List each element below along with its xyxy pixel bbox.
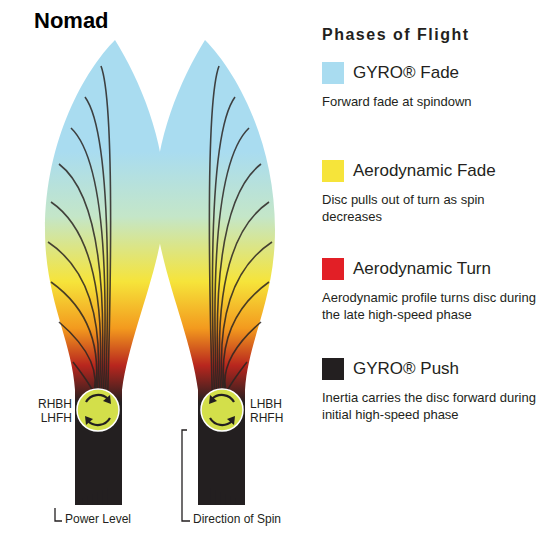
legend-heading: Phases of Flight xyxy=(322,26,470,44)
axis-label: Direction of Spin xyxy=(193,513,281,527)
legend-swatch xyxy=(322,62,344,84)
bracket xyxy=(55,508,62,521)
left-flight xyxy=(45,40,165,505)
legend-description: Inertia carries the disc forward during … xyxy=(322,390,537,424)
title: Nomad xyxy=(34,8,109,33)
power-bars xyxy=(80,488,108,505)
legend-text: Aerodynamic Turn xyxy=(353,259,491,279)
legend-text: GYRO® Push xyxy=(353,359,459,379)
power-bars xyxy=(208,488,236,505)
right-flight xyxy=(155,40,275,505)
throw-label: LHFH xyxy=(41,412,72,426)
legend-text: GYRO® Fade xyxy=(353,63,459,83)
legend-swatch xyxy=(322,258,344,280)
legend-description: Aerodynamic profile turns disc during th… xyxy=(322,290,537,324)
legend-swatch xyxy=(322,160,344,182)
bracket xyxy=(182,430,190,521)
throw-label: RHBH xyxy=(38,398,72,412)
legend-text: Aerodynamic Fade xyxy=(353,161,496,181)
legend-swatch xyxy=(322,358,344,380)
axis-label: Power Level xyxy=(65,513,131,527)
throw-label: RHFH xyxy=(250,412,283,426)
throw-label: LHBH xyxy=(250,398,282,412)
legend-description: Disc pulls out of turn as spin decreases xyxy=(322,192,537,226)
legend-description: Forward fade at spindown xyxy=(322,94,537,111)
